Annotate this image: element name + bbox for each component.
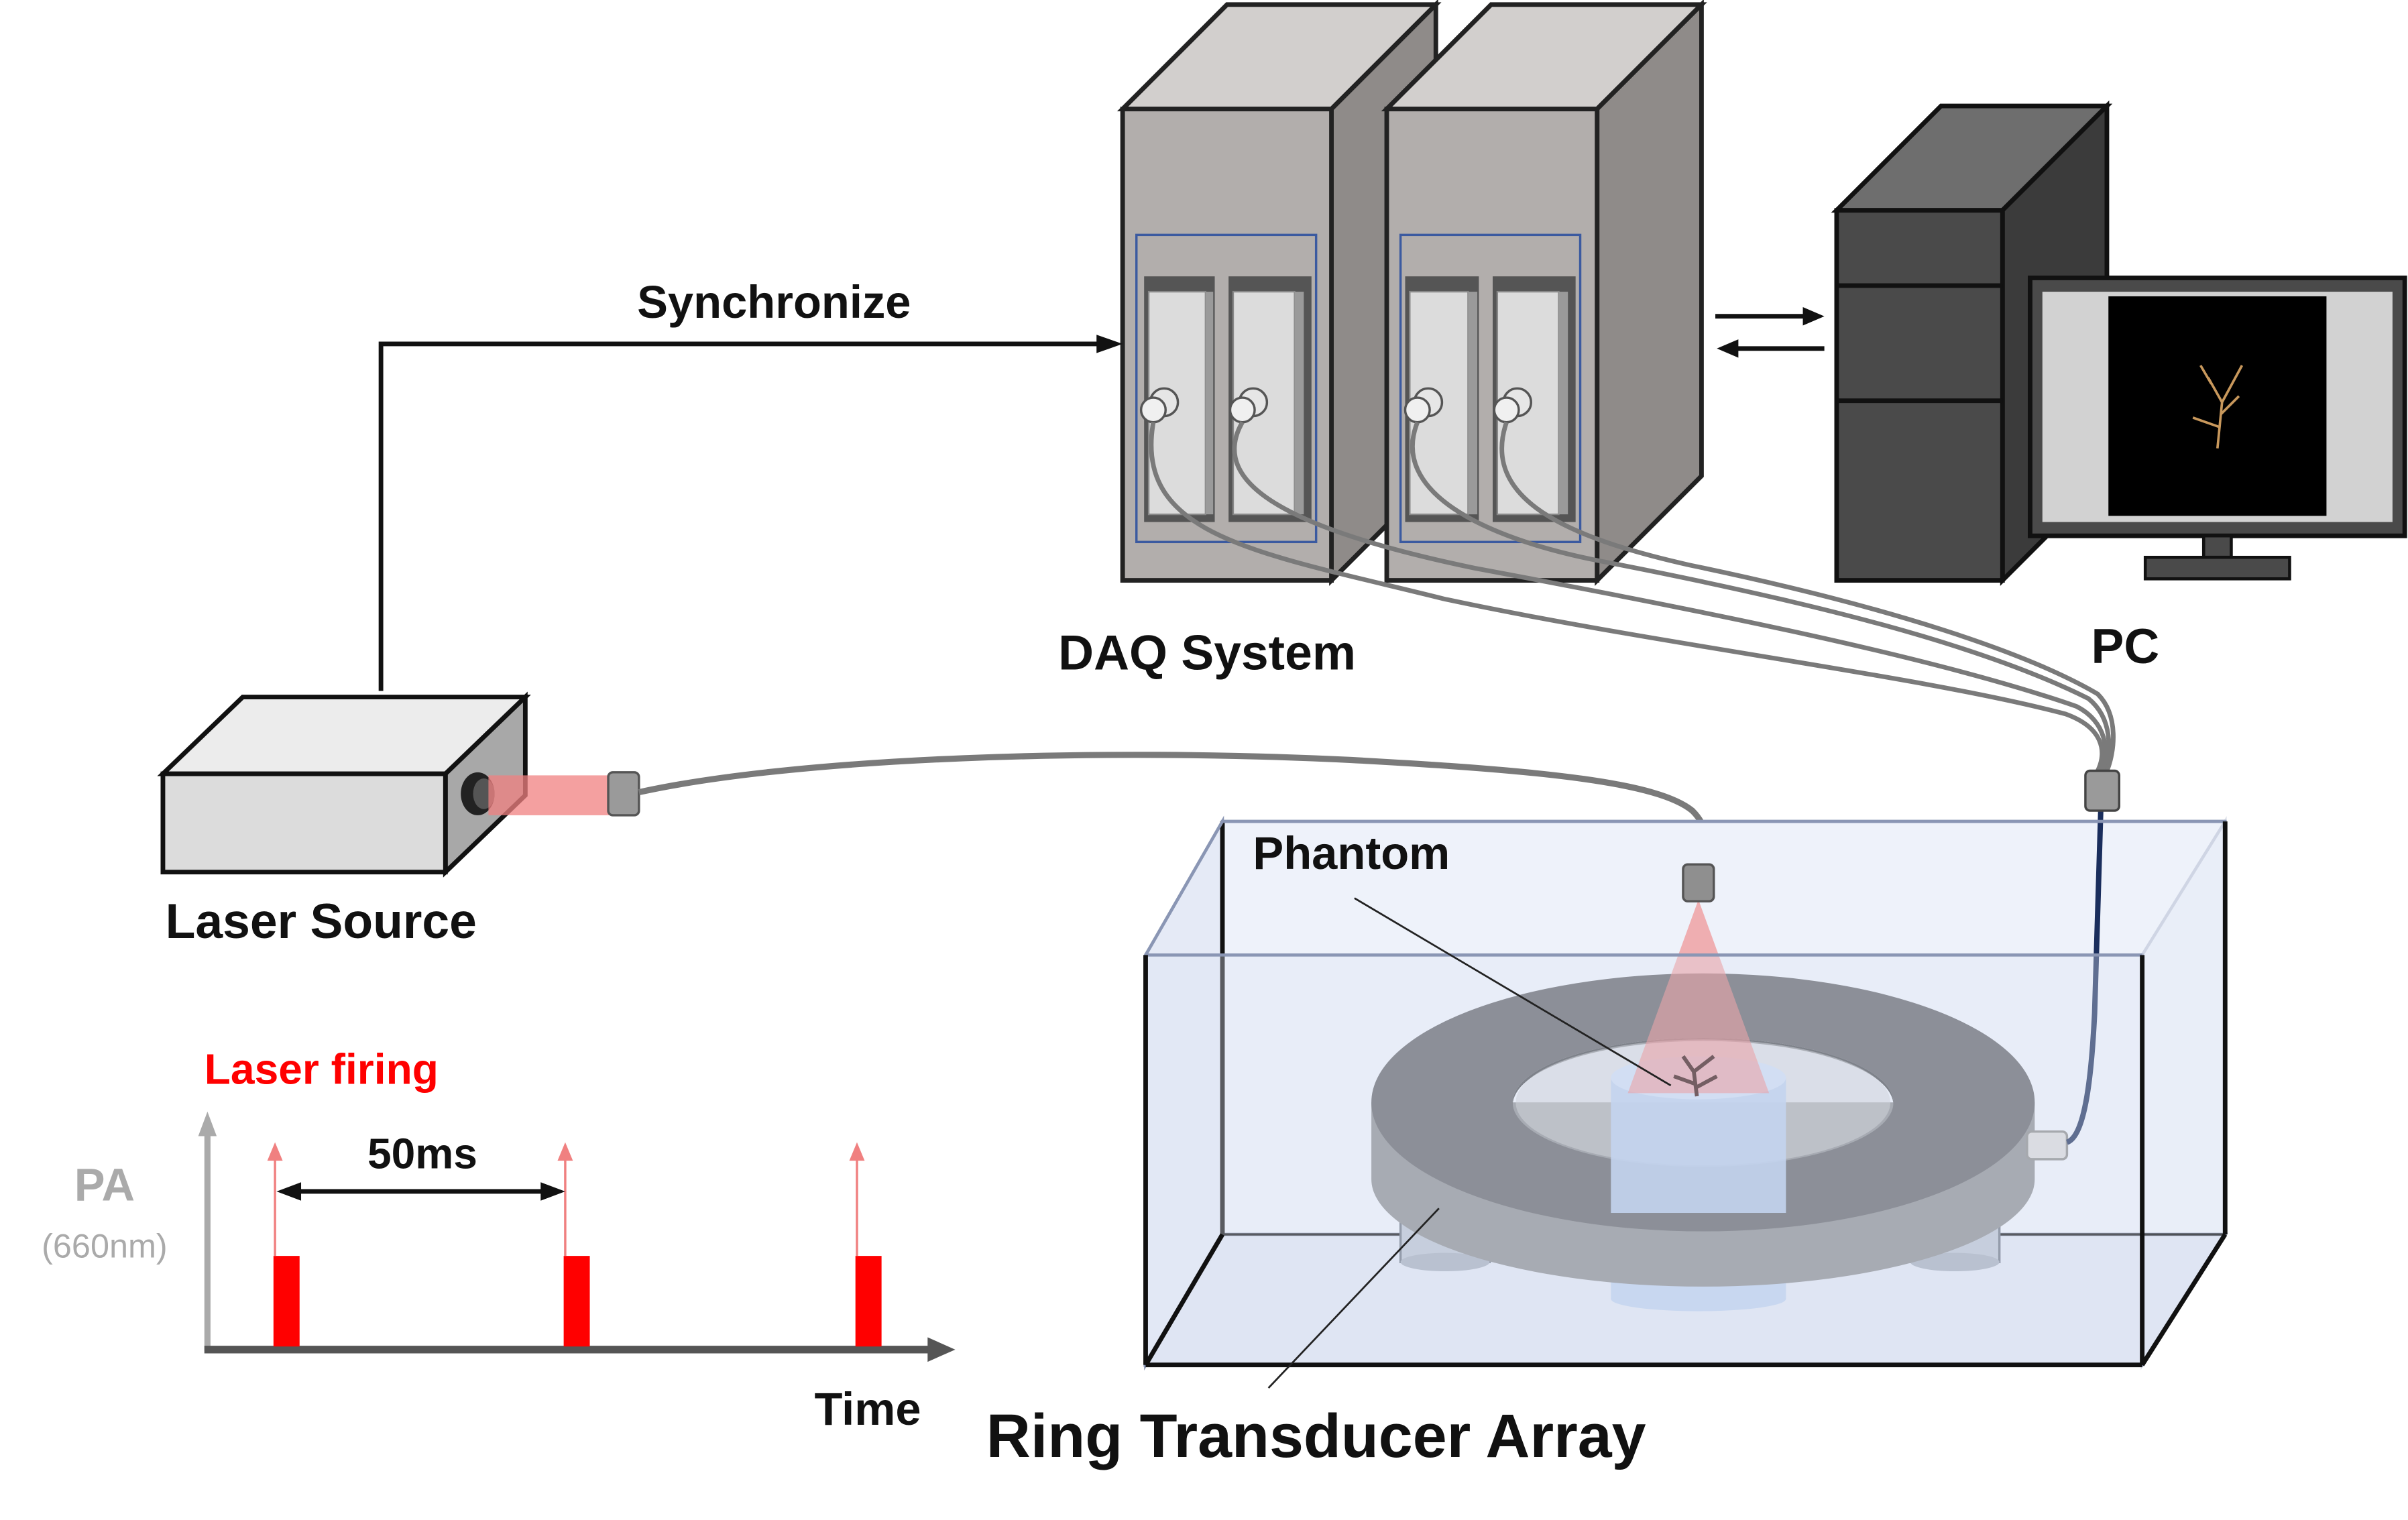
sync-line — [378, 335, 1123, 691]
optical-fiber — [638, 752, 1709, 868]
timing-plot-title: Laser firing — [205, 1045, 439, 1094]
interval-label: 50ms — [367, 1130, 477, 1178]
phantom-label: Phantom — [1253, 827, 1450, 879]
laser-pulse-2 — [563, 1256, 590, 1347]
data-transfer-arrows — [1715, 306, 1825, 358]
x-axis-label: Time — [814, 1383, 921, 1435]
x-axis-arrow — [927, 1337, 956, 1362]
leader-lines — [1267, 897, 1672, 1389]
laser-pulse-3 — [855, 1256, 882, 1347]
y-axis-sublabel: (660nm) — [42, 1226, 168, 1265]
pc-monitor — [2028, 276, 2407, 581]
laser-pulse-arrowhead-2 — [557, 1142, 573, 1161]
fiber-coupler — [607, 771, 640, 817]
diagram-labels: Synchronize DAQ System PC Laser Source P… — [166, 276, 2160, 1470]
reconstructed-image — [2192, 365, 2244, 449]
ring-transducer-array-label: Ring Transducer Array — [986, 1402, 1646, 1470]
fiber-tip — [1682, 863, 1715, 902]
water-tank-front — [1143, 816, 2228, 1370]
daq-cabinet-2 — [1381, 0, 1707, 586]
timing-plot: Laser firing 50ms PA (660nm) Time — [42, 1045, 956, 1435]
daq-cabinet-1 — [1116, 0, 1442, 586]
pc-label: PC — [2091, 619, 2160, 674]
y-axis-label: PA — [74, 1159, 135, 1211]
laser-pulse-arrowhead-1 — [267, 1142, 283, 1161]
cable-junction — [2084, 769, 2120, 812]
laser-pulse-1 — [273, 1256, 300, 1347]
daq-module — [1493, 276, 1576, 522]
y-axis-arrow — [198, 1111, 217, 1136]
transducer-connector — [2026, 1130, 2069, 1161]
laser-pulse-arrowhead-3 — [849, 1142, 865, 1161]
daq-system — [1116, 0, 1707, 586]
daq-module — [1228, 276, 1312, 522]
pc — [1831, 100, 2407, 586]
signal-cables — [1149, 421, 2116, 772]
light-cone — [1627, 899, 1770, 1094]
laser-source-label: Laser Source — [166, 894, 477, 949]
vessel-phantom — [1673, 1055, 1718, 1097]
daq-system-label: DAQ System — [1058, 625, 1356, 680]
laser-beam — [488, 775, 615, 815]
laser-source — [157, 691, 640, 878]
transducer-cable — [2065, 810, 2104, 1145]
laser-pulses — [267, 1142, 882, 1347]
daq-module — [1403, 276, 1479, 522]
daq-module — [1139, 276, 1215, 522]
interval-arrow — [276, 1182, 565, 1201]
synchronize-label: Synchronize — [637, 276, 911, 328]
